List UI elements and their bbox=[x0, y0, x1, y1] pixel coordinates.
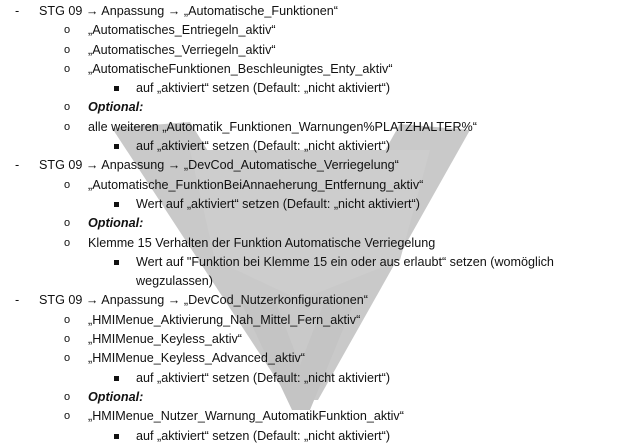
item-text: Wert auf „aktiviert“ setzen (Default: „n… bbox=[136, 196, 420, 211]
circle-bullet-icon: o bbox=[64, 352, 71, 365]
square-bullet-icon bbox=[114, 375, 119, 381]
square-bullet-icon bbox=[114, 259, 119, 265]
sub-list-item: Wert auf "Funktion bei Klemme 15 ein ode… bbox=[0, 253, 622, 272]
list-item: o „Automatisches_Verriegeln_aktiv“ bbox=[0, 41, 622, 60]
item-text: „AutomatischeFunktionen_Beschleunigtes_E… bbox=[88, 61, 393, 76]
list-item: o „HMIMenue_Aktivierung_Nah_Mittel_Fern_a… bbox=[0, 311, 622, 330]
item-text: Klemme 15 Verhalten der Funktion Automat… bbox=[88, 235, 436, 250]
circle-bullet-icon: o bbox=[64, 236, 71, 249]
sub-list-item: auf „aktiviert“ setzen (Default: „nicht … bbox=[0, 137, 622, 156]
dash-bullet: - bbox=[15, 4, 20, 18]
heading-text: STG 09 → Anpassung → „Automatische_Funkt… bbox=[39, 4, 338, 18]
circle-bullet-icon: o bbox=[64, 24, 71, 37]
section-heading: - STG 09 → Anpassung → „Automatische_Funk… bbox=[0, 2, 622, 21]
circle-bullet-icon: o bbox=[64, 101, 71, 114]
item-text: auf „aktiviert“ setzen (Default: „nicht … bbox=[136, 81, 391, 96]
item-text: auf „aktiviert“ setzen (Default: „nicht … bbox=[136, 428, 391, 443]
optional-label: Optional: bbox=[88, 100, 144, 115]
list-item: o Klemme 15 Verhalten der Funktion Automa… bbox=[0, 234, 622, 253]
circle-bullet-icon: o bbox=[64, 43, 71, 56]
item-text: „HMIMenue_Keyless_Advanced_aktiv“ bbox=[88, 351, 305, 366]
sub-list-item-continuation: wegzulassen) bbox=[0, 272, 622, 291]
item-text: „Automatisches_Entriegeln_aktiv“ bbox=[88, 23, 276, 38]
watermark-v bbox=[240, 300, 355, 410]
item-text: „Automatische_FunktionBeiAnnaeherung_Ent… bbox=[88, 177, 424, 192]
list-item: o „Automatische_FunktionBeiAnnaeherung_En… bbox=[0, 176, 622, 195]
item-text: auf „aktiviert“ setzen (Default: „nicht … bbox=[136, 370, 391, 385]
sub-list-item: auf „aktiviert“ setzen (Default: „nicht … bbox=[0, 79, 622, 98]
circle-bullet-icon: o bbox=[64, 333, 71, 346]
sub-list-item: auf „aktiviert“ setzen (Default: „nicht … bbox=[0, 369, 622, 388]
heading-text: STG 09 → Anpassung → „DevCod_Nutzerkonfi… bbox=[39, 293, 369, 308]
circle-bullet-icon: o bbox=[64, 313, 71, 326]
square-bullet-icon bbox=[114, 86, 119, 92]
list-item: o „Automatisches_Entriegeln_aktiv“ bbox=[0, 21, 622, 40]
sub-list-item: Wert auf „aktiviert“ setzen (Default: „n… bbox=[0, 195, 622, 214]
circle-bullet-icon: o bbox=[64, 410, 71, 423]
dash-bullet: - bbox=[15, 293, 20, 308]
list-item: o „AutomatischeFunktionen_Beschleunigtes_… bbox=[0, 60, 622, 79]
circle-bullet-icon: o bbox=[64, 217, 71, 230]
watermark-upper-body bbox=[190, 150, 430, 300]
circle-bullet-icon: o bbox=[64, 390, 71, 403]
list-item: o Optional: bbox=[0, 388, 622, 407]
list-item: o „HMIMenue_Keyless_Advanced_aktiv“ bbox=[0, 349, 622, 368]
list-item: o „HMIMenue_Keyless_aktiv“ bbox=[0, 330, 622, 349]
circle-bullet-icon: o bbox=[64, 62, 71, 75]
circle-bullet-icon: o bbox=[64, 120, 71, 133]
list-item: o „HMIMenue_Nutzer_Warnung_AutomatikFunkt… bbox=[0, 407, 622, 426]
item-text: alle weiteren „Automatik_Funktionen_Warn… bbox=[88, 119, 477, 134]
section-heading: - STG 09 → Anpassung → „DevCod_Nutzerkonf… bbox=[0, 291, 622, 310]
square-bullet-icon bbox=[114, 144, 119, 150]
item-text: „HMIMenue_Aktivierung_Nah_Mittel_Fern_ak… bbox=[88, 312, 361, 327]
heading-text: STG 09 → Anpassung → „DevCod_Automatisch… bbox=[39, 158, 399, 173]
item-text: „HMIMenue_Keyless_aktiv“ bbox=[88, 332, 242, 347]
circle-bullet-icon: o bbox=[64, 178, 71, 191]
section-heading: - STG 09 → Anpassung → „DevCod_Automatisc… bbox=[0, 156, 622, 175]
sub-list-item: auf „aktiviert“ setzen (Default: „nicht … bbox=[0, 427, 622, 446]
square-bullet-icon bbox=[114, 201, 119, 207]
optional-label: Optional: bbox=[88, 216, 144, 231]
item-text: „Automatisches_Verriegeln_aktiv“ bbox=[88, 42, 276, 57]
list-item: o Optional: bbox=[0, 214, 622, 233]
list-item: o Optional: bbox=[0, 98, 622, 117]
item-text: auf „aktiviert“ setzen (Default: „nicht … bbox=[136, 139, 391, 154]
item-text: wegzulassen) bbox=[136, 274, 214, 289]
item-text: „HMIMenue_Nutzer_Warnung_AutomatikFunkti… bbox=[88, 409, 404, 424]
item-text: Wert auf "Funktion bei Klemme 15 ein ode… bbox=[136, 254, 554, 269]
dash-bullet: - bbox=[15, 158, 20, 173]
square-bullet-icon bbox=[114, 433, 119, 439]
list-item: o alle weiteren „Automatik_Funktionen_War… bbox=[0, 118, 622, 137]
optional-label: Optional: bbox=[88, 389, 144, 404]
